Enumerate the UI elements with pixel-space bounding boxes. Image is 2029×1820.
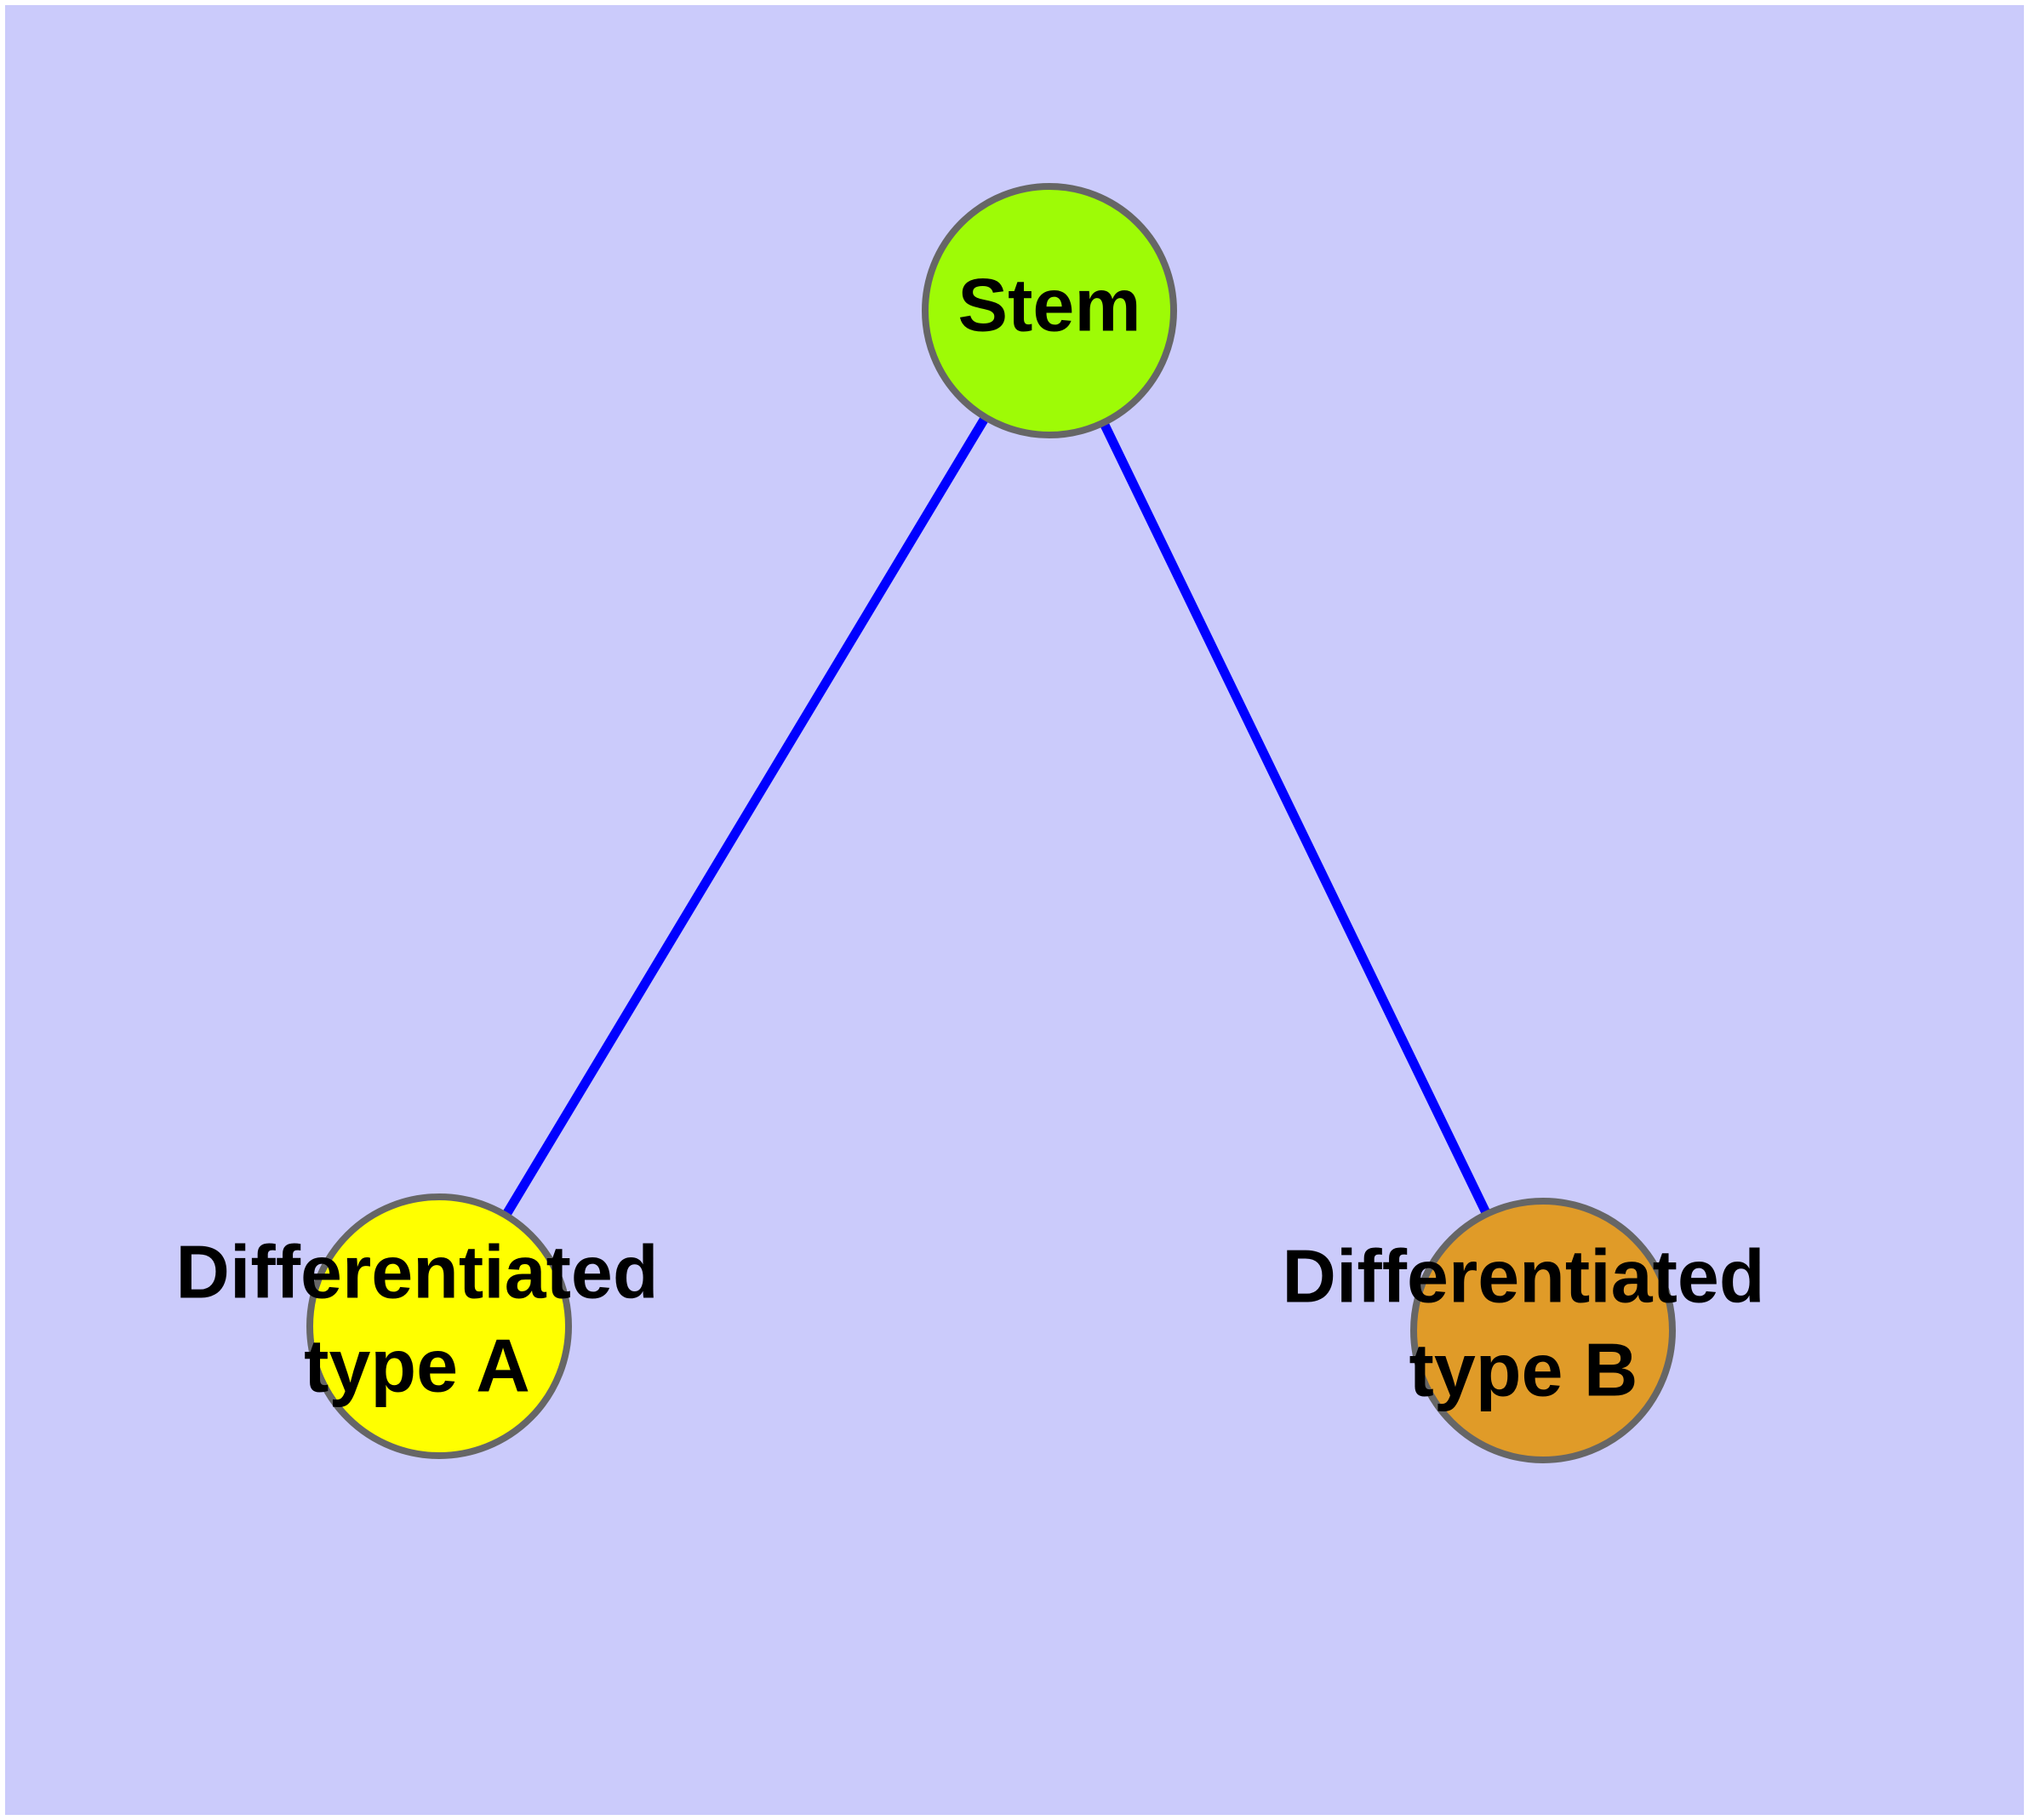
diagram-plot-area: Stem Differentiated type A Differentiate… [5,5,2024,1815]
node-stem[interactable] [922,183,1177,438]
node-circle-diff-b[interactable] [1410,1198,1676,1463]
node-label-diff-a-line1: Differentiated [175,1229,658,1313]
node-circle-stem[interactable] [922,183,1177,438]
node-label-stem: Stem [957,262,1140,346]
node-label-diff-a-line2: type A [304,1323,530,1407]
graph-svg: Stem Differentiated type A Differentiate… [175,183,1765,1463]
edge-stem-to-diff-b[interactable] [1045,308,1547,1333]
label-layer: Stem Differentiated type A Differentiate… [175,262,1764,1411]
node-label-diff-b-line1: Differentiated [1282,1233,1764,1318]
node-layer [306,183,1676,1463]
edge-stem-to-diff-a[interactable] [435,308,1054,1329]
node-diff-a[interactable] [306,1193,572,1459]
edge-layer [435,308,1547,1333]
node-circle-diff-a[interactable] [306,1193,572,1459]
node-diff-b[interactable] [1410,1198,1676,1463]
node-label-diff-b-line2: type B [1409,1327,1638,1411]
